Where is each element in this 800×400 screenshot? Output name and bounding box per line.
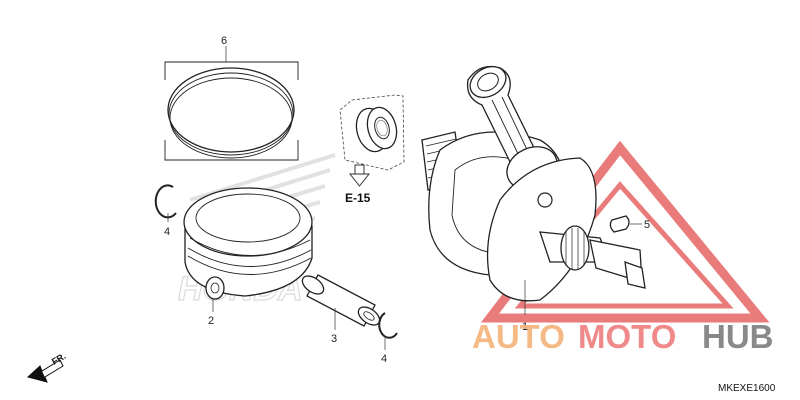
callout-4-lower: 4	[381, 353, 387, 365]
callout-6: 6	[221, 35, 227, 47]
piston[interactable]	[183, 187, 313, 300]
direction-arrow-icon	[26, 359, 64, 383]
callout-2: 2	[208, 315, 214, 327]
oil-seal-detail[interactable]	[339, 94, 405, 171]
watermark-moto: MOTO	[578, 318, 676, 355]
reference-label[interactable]: E-15	[345, 191, 371, 205]
callout-5: 5	[644, 219, 650, 231]
down-arrow-icon	[348, 164, 371, 187]
piston-pin[interactable]	[299, 272, 383, 328]
callout-1: 1	[522, 321, 528, 333]
crankshaft-assembly[interactable]	[421, 60, 646, 302]
piston-ring-set[interactable]	[164, 61, 299, 161]
watermark-hub: HUB	[702, 318, 774, 355]
circlip-upper[interactable]	[154, 184, 177, 219]
diagram-code: MKEXE1600	[718, 383, 776, 394]
callout-3: 3	[331, 333, 337, 345]
direction-label: FR.	[50, 351, 68, 367]
site-watermark: AUTO MOTO HUB	[472, 318, 774, 355]
woodruff-key[interactable]	[609, 215, 630, 233]
callout-4-upper: 4	[164, 226, 170, 238]
watermark-auto: AUTO	[472, 318, 565, 355]
circlip-lower[interactable]	[378, 312, 398, 339]
